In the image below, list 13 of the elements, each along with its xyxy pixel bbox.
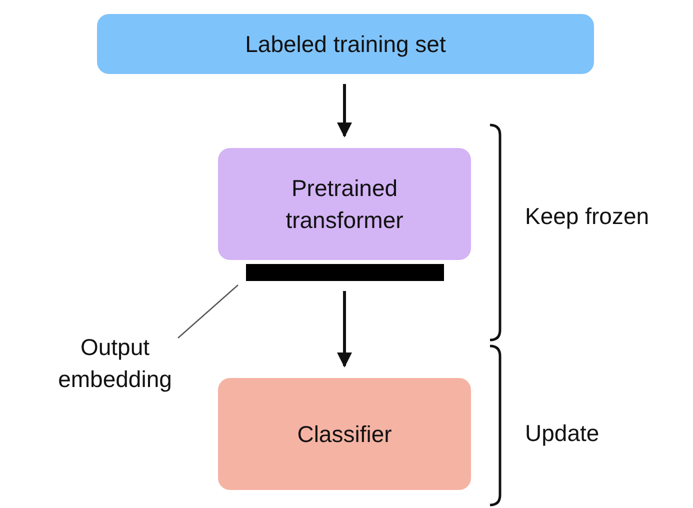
arrow: [337, 84, 352, 138]
bracket-label: Keep frozen: [525, 203, 650, 230]
process-box: [97, 14, 594, 74]
bracket-label: Update: [525, 420, 600, 447]
node-label: Pretrained transformer: [284, 174, 404, 235]
embedding-bar: [246, 264, 444, 281]
node-label: Labeled training set: [245, 30, 446, 59]
arrow: [337, 291, 352, 368]
process-box: [218, 378, 471, 490]
annotation-text: Output embedding: [30, 330, 200, 396]
node-label: Classifier: [297, 420, 392, 449]
process-box: [218, 148, 471, 260]
leader-line: [178, 284, 238, 338]
